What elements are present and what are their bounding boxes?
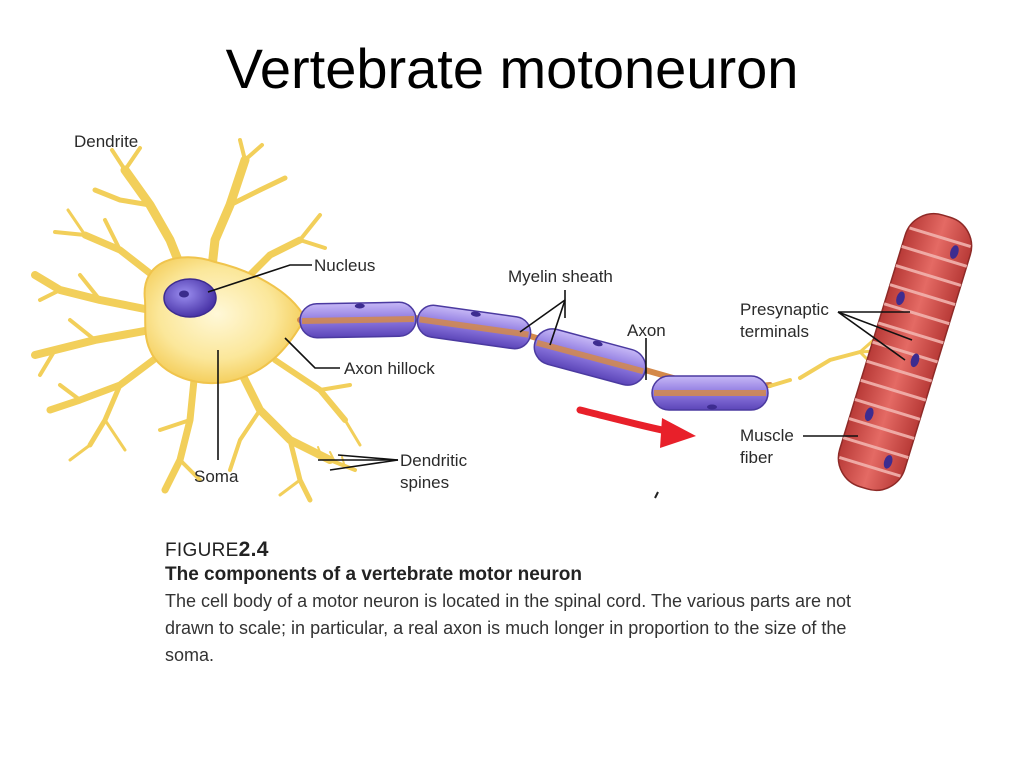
label-axon: Axon xyxy=(627,321,666,340)
stray-mark xyxy=(654,491,659,499)
label-myelin-sheath: Myelin sheath xyxy=(508,267,613,286)
muscle-fiber xyxy=(837,212,973,492)
nucleolus xyxy=(179,290,189,298)
label-dendritic-line2: spines xyxy=(400,473,449,492)
caption-heading: The components of a vertebrate motor neu… xyxy=(165,564,582,585)
label-muscle-line2: fiber xyxy=(740,448,773,467)
label-presynaptic-line1: Presynaptic xyxy=(740,300,829,319)
slide-title: Vertebrate motoneuron xyxy=(225,37,799,100)
label-nucleus: Nucleus xyxy=(314,256,375,275)
figure-word: FIGURE xyxy=(165,540,239,561)
label-dendrite: Dendrite xyxy=(74,132,138,151)
figure-number: 2.4 xyxy=(238,538,269,561)
signal-direction-arrow xyxy=(576,406,696,448)
label-soma: Soma xyxy=(194,467,239,486)
label-muscle-line1: Muscle xyxy=(740,426,794,445)
figure-caption: FIGURE2.4 The components of a vertebrate… xyxy=(165,538,865,669)
caption-body: The cell body of a motor neuron is locat… xyxy=(165,591,852,665)
label-axon-hillock: Axon hillock xyxy=(344,359,435,378)
label-dendritic-line1: Dendritic xyxy=(400,451,468,470)
label-presynaptic-line2: terminals xyxy=(740,322,809,341)
myelin-sheath-segments xyxy=(299,301,769,411)
nucleus xyxy=(163,278,217,318)
leader-lines xyxy=(207,264,913,471)
figure-number-line: FIGURE2.4 xyxy=(165,538,865,562)
